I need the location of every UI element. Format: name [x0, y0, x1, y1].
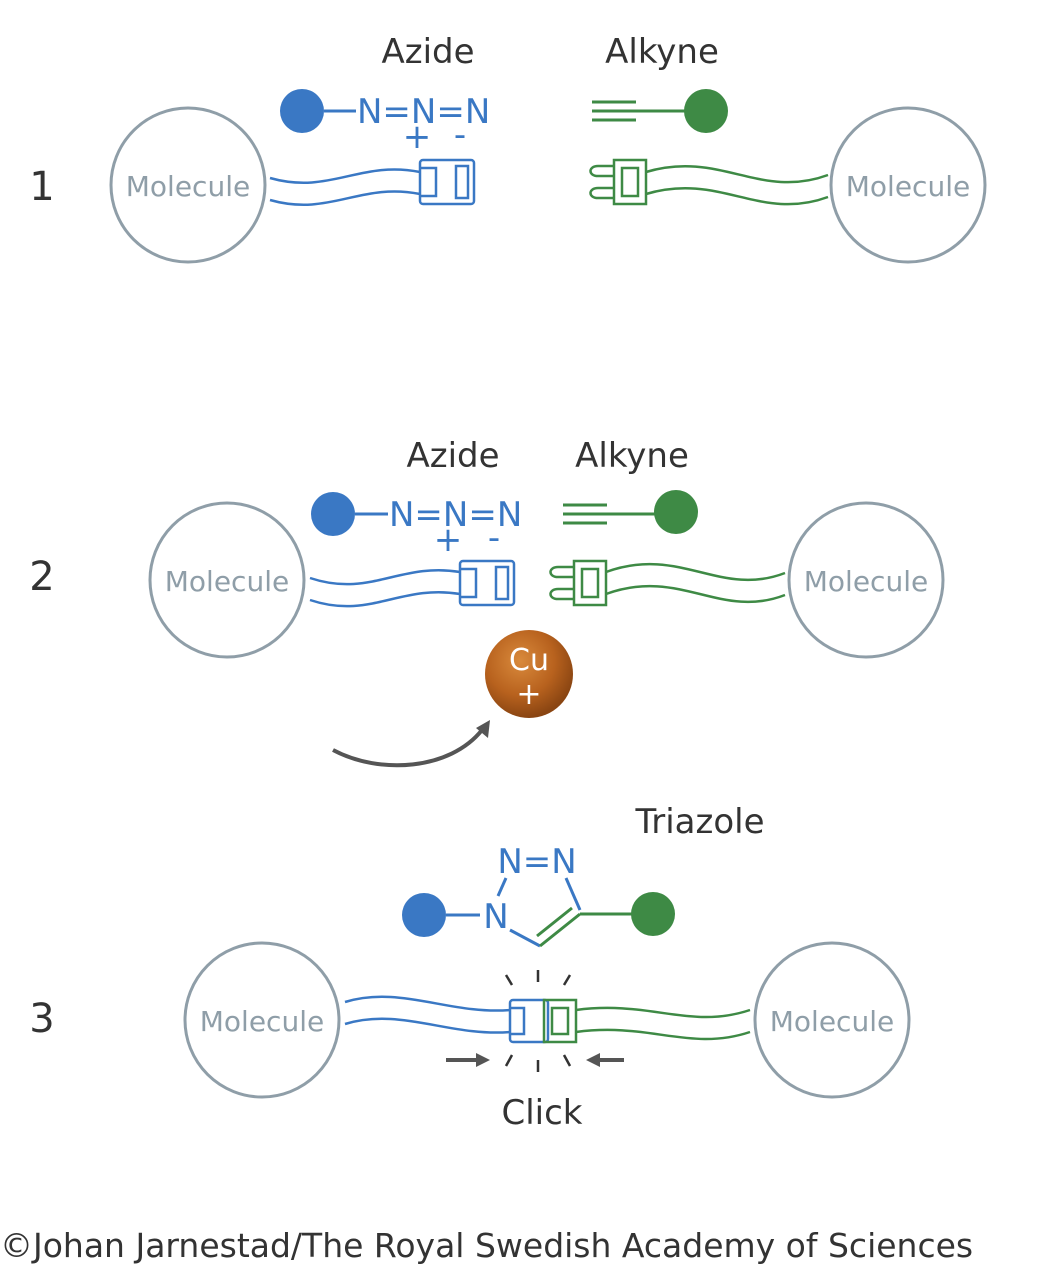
azide-ball [311, 492, 355, 536]
left-tether [269, 168, 421, 184]
left-tether [309, 590, 461, 608]
alkyne-group [592, 89, 728, 133]
copper-charge: + [516, 677, 541, 712]
right-molecule-circle [787, 501, 945, 659]
click-spark-icon [504, 970, 572, 1072]
ring-double-bond [539, 912, 581, 948]
right-molecule-circle [829, 106, 987, 264]
step-2: 2 Azide Alkyne N=N=N + - Molecule Molecu… [29, 436, 945, 768]
push-arrow-right-icon [446, 1053, 490, 1067]
left-molecule-label: Molecule [126, 170, 250, 203]
step-number: 2 [29, 554, 54, 600]
ring-double-bond [536, 906, 573, 938]
buckle-female-icon [418, 158, 476, 206]
left-tether [269, 190, 421, 206]
minus-charge: - [488, 518, 500, 558]
push-arrow-left-icon [586, 1053, 624, 1067]
alkyne-label: Alkyne [575, 436, 689, 476]
right-molecule-label: Molecule [770, 1005, 894, 1038]
step-number: 1 [29, 164, 54, 210]
right-tether [605, 584, 786, 604]
alkyne-group [563, 490, 698, 534]
alkyne-ball [631, 892, 675, 936]
azide-group: N=N=N + - [280, 89, 490, 157]
left-molecule-circle [109, 106, 267, 264]
buckle-male-icon [549, 559, 608, 607]
right-tether [575, 1006, 751, 1019]
click-label: Click [501, 1093, 582, 1133]
copyright-credit: ©Johan Jarnestad/The Royal Swedish Acade… [0, 1226, 974, 1265]
right-tether [645, 187, 829, 206]
copper-symbol: Cu [509, 643, 549, 678]
azide-label: Azide [381, 32, 474, 72]
plus-charge: + [403, 117, 432, 157]
plus-charge: + [434, 520, 463, 560]
right-tether [575, 1028, 751, 1041]
right-molecule-label: Molecule [846, 170, 970, 203]
right-molecule-label: Molecule [804, 565, 928, 598]
alkyne-label: Alkyne [605, 32, 719, 72]
azide-ball [402, 893, 446, 937]
step-number: 3 [29, 996, 54, 1042]
triazole-label: Triazole [634, 802, 764, 842]
azide-formula: N=N=N [389, 495, 522, 535]
left-tether [344, 1017, 511, 1034]
alkyne-ball [684, 89, 728, 133]
curved-arrow-icon [332, 720, 490, 768]
ring-top-nitrogens: N=N [497, 842, 576, 882]
copper-catalyst: Cu + [485, 630, 573, 718]
left-tether [344, 995, 511, 1012]
ring-bond [564, 877, 582, 911]
copper-ion-ball [485, 630, 573, 718]
azide-ball [280, 89, 324, 133]
alkyne-ball [654, 490, 698, 534]
azide-label: Azide [406, 436, 499, 476]
step-3: 3 Triazole N N=N Molecule Molecule [29, 802, 911, 1133]
left-molecule-circle [148, 501, 306, 659]
right-tether [645, 165, 829, 184]
left-tether [309, 568, 461, 586]
azide-group: N=N=N + - [311, 492, 522, 560]
buckle-joined-icon [508, 998, 578, 1044]
left-molecule-circle [183, 941, 341, 1099]
left-molecule-label: Molecule [200, 1005, 324, 1038]
triazole-ring: N N=N [402, 842, 675, 948]
step-1: 1 Azide Alkyne N=N=N + - Molecule [29, 32, 987, 264]
ring-bond [496, 877, 508, 897]
ring-bond [509, 928, 541, 948]
azide-formula: N=N=N [357, 92, 490, 132]
right-molecule-circle [753, 941, 911, 1099]
left-molecule-label: Molecule [165, 565, 289, 598]
right-tether [605, 562, 786, 582]
ring-nitrogen: N [483, 897, 508, 937]
minus-charge: - [454, 115, 466, 155]
buckle-male-icon [589, 158, 648, 206]
buckle-female-icon [458, 559, 516, 607]
